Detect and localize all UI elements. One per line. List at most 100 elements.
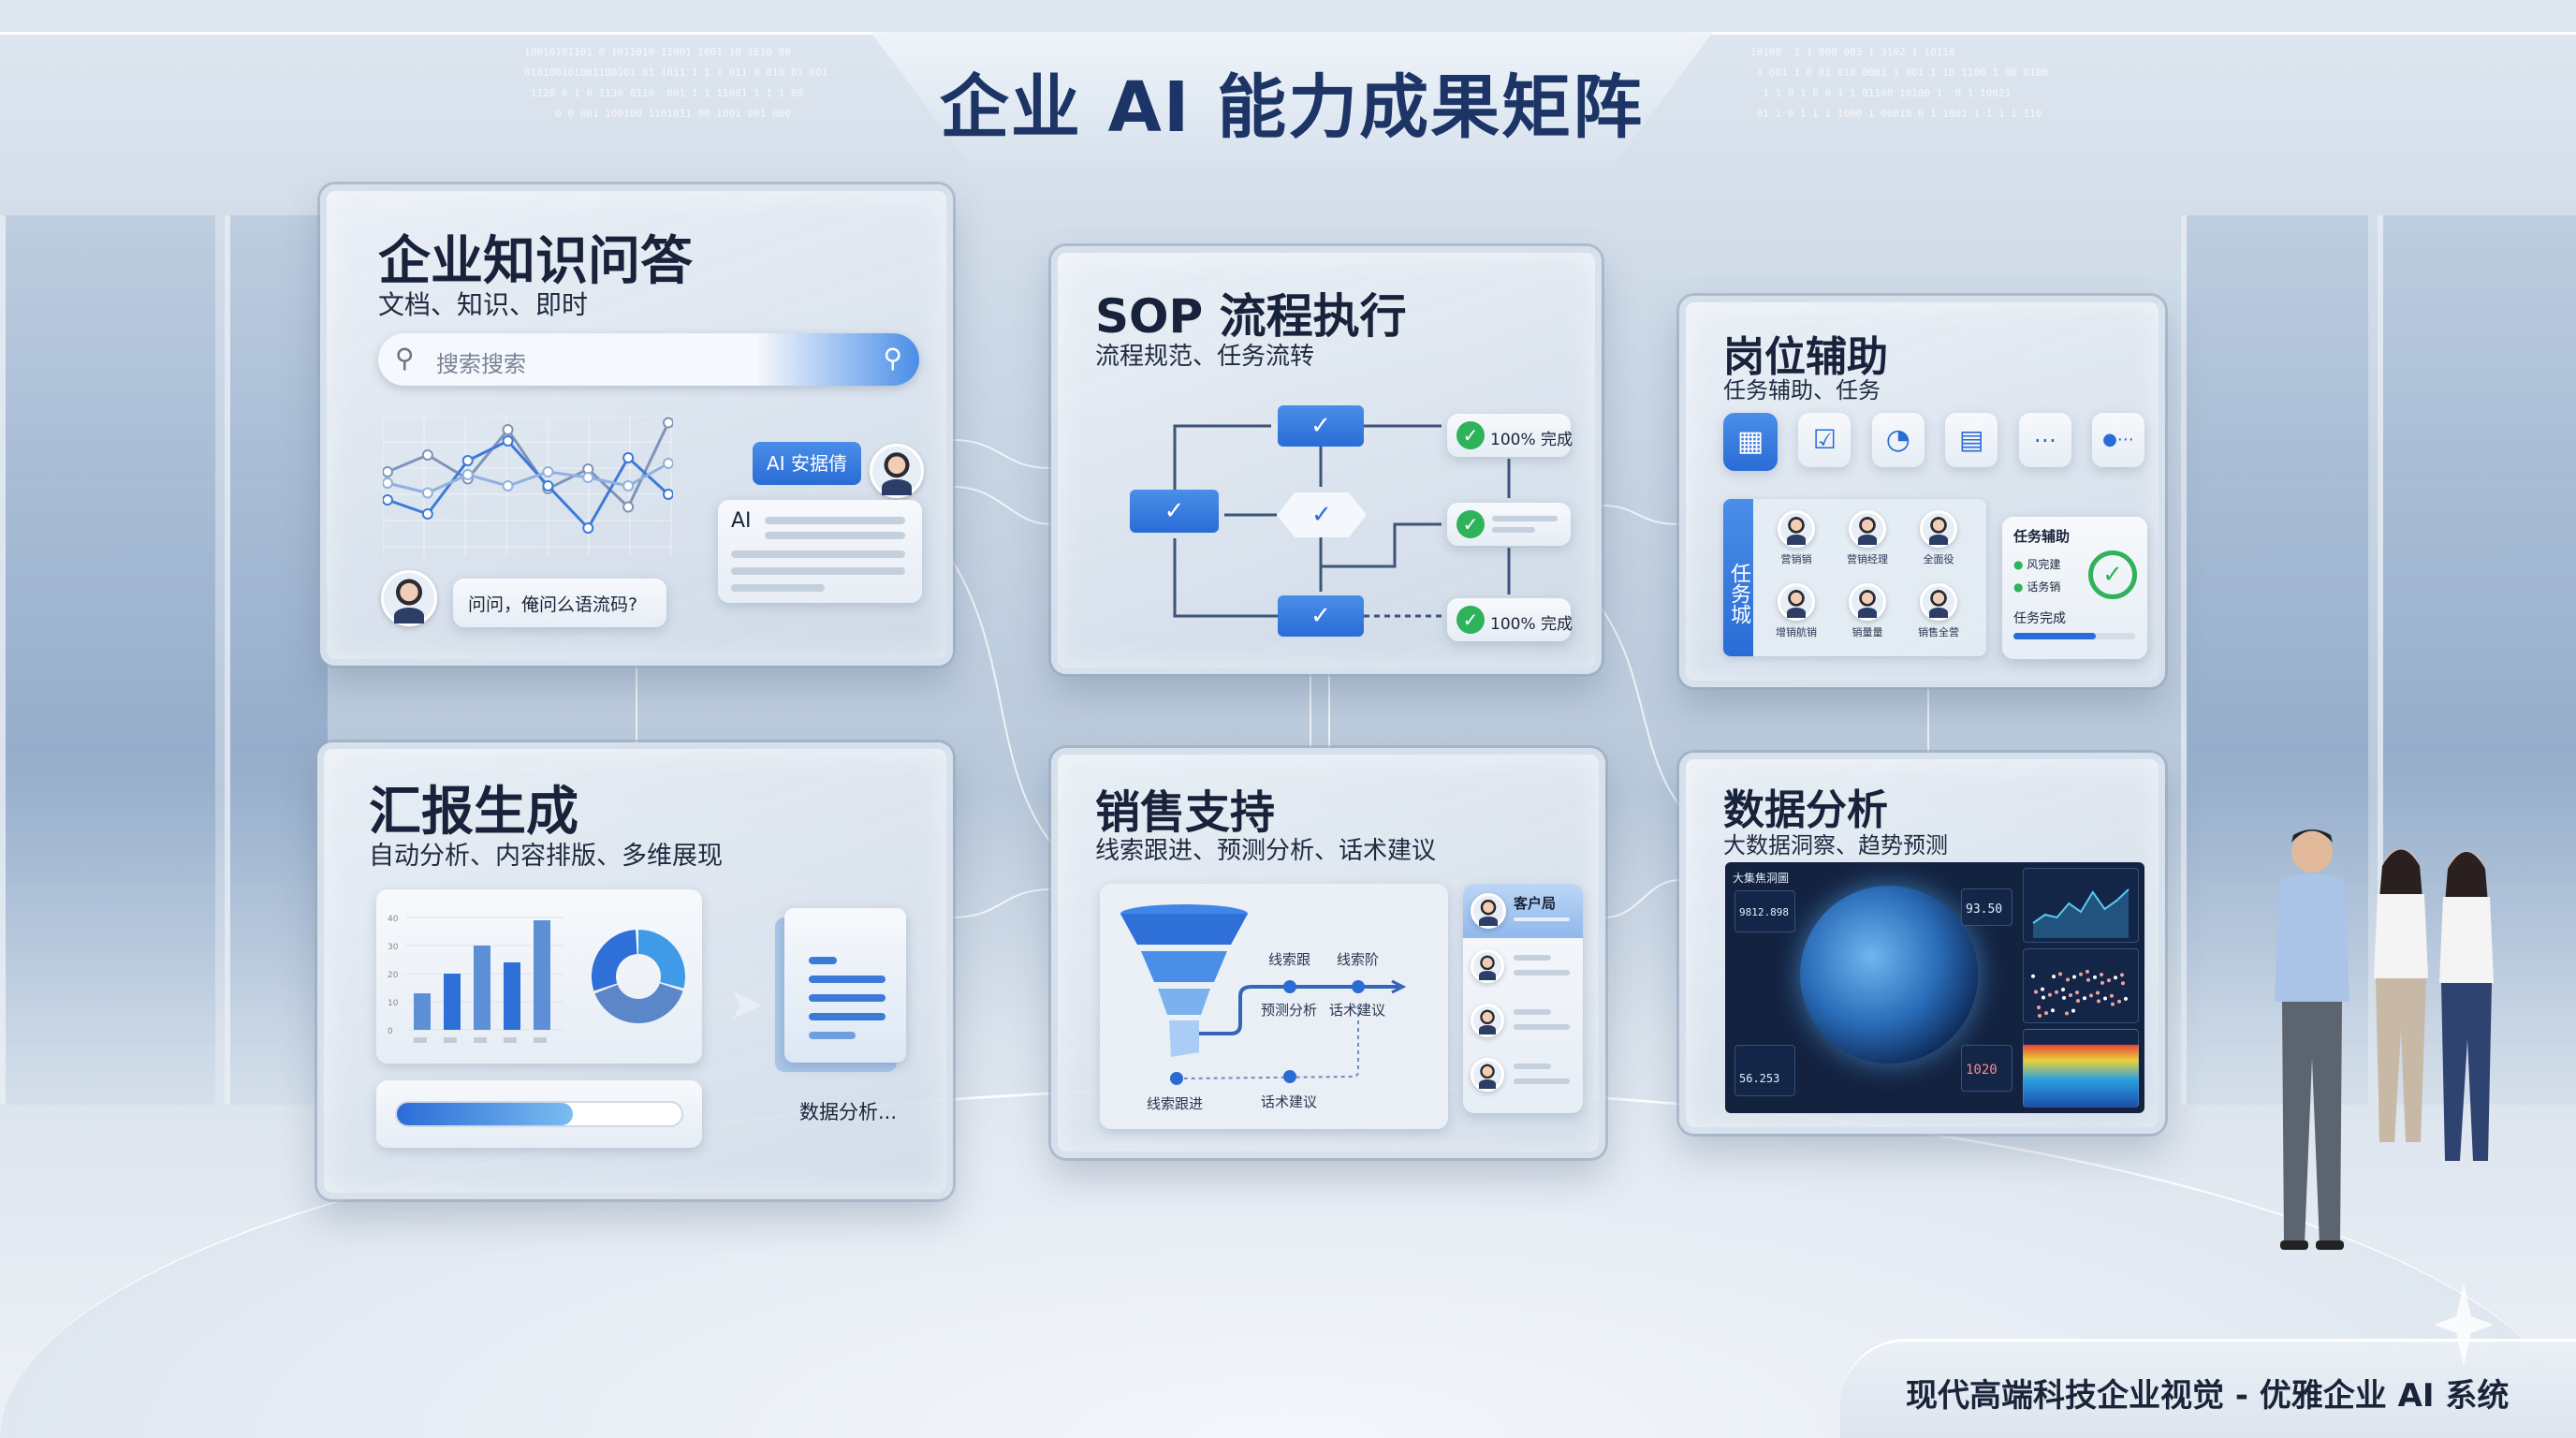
axis-tick-label: 20 (388, 971, 399, 980)
panel-data-analysis: 数据分析 大数据洞察、趋势预测 大集焦洞圖 9812.898 93.50 102… (1679, 753, 2165, 1134)
flow-status-complete: ✓ 100% 完成 (1447, 598, 1573, 641)
scatter-point (2051, 1008, 2055, 1013)
member-avatar[interactable] (1849, 510, 1886, 548)
trend-line (2032, 888, 2130, 924)
panel-title: 企业知识问答 (378, 231, 693, 292)
bar (414, 993, 431, 1030)
panel-sop: SOP 流程执行 流程规范、任务流转 ✓ ✓ ✓ ✓ ✓ 100% 完成 ✓ ✓… (1051, 246, 1602, 674)
timeline-label: 线索跟 (1268, 951, 1311, 968)
pie-chart-icon[interactable]: ◔ (1871, 413, 1925, 467)
assistant-avatar (870, 444, 924, 498)
member-avatar[interactable] (1778, 510, 1815, 548)
client-avatar[interactable] (1471, 949, 1504, 983)
window-pane (225, 215, 328, 1105)
data-point (622, 452, 635, 463)
user-question-bubble: 问问，俺问么语流码? (453, 579, 666, 627)
report-progress-bar (395, 1101, 683, 1127)
sales-funnel (1120, 904, 1407, 1085)
panel-title: 销售支持 (1095, 786, 1276, 839)
arrow-right-icon: ➤ (728, 978, 765, 1029)
donut-slice (638, 930, 685, 989)
series-line (387, 439, 670, 531)
metric-value: 9812.898 (1739, 906, 1789, 918)
document-icon[interactable]: ▤ (1945, 413, 1998, 467)
binary-decoration: 10100 1 1 000 003 1 3102 1 10110 1 001 1… (1750, 46, 2048, 120)
panel-subtitle: 文档、知识、即时 (378, 289, 589, 320)
bar-label-placeholder (534, 1037, 547, 1043)
member-name: 增销航销 (1776, 626, 1817, 638)
member-avatar[interactable] (1849, 583, 1886, 621)
member-name: 全面役 (1923, 553, 1954, 565)
member-avatar[interactable] (1920, 510, 1957, 548)
doc-label: 数据分析... (798, 1101, 898, 1123)
bar-label-placeholder (444, 1037, 457, 1043)
timeline-label: 预测分析 (1261, 1002, 1318, 1019)
document-icon (784, 908, 906, 1063)
flow-decision-check[interactable]: ✓ (1277, 492, 1367, 537)
panel-role-assist: 岗位辅助 任务辅助、任务 ▦ ☑ ◔ ▤ ⋯ ●⋯ 任务城 营销销营销经理全面役… (1679, 296, 2165, 687)
chat-icon[interactable]: ⋯ (2018, 413, 2071, 467)
timeline-label: 话术建议 (1329, 1002, 1386, 1019)
status-text: 100% 完成 (1490, 431, 1573, 449)
panel-knowledge-qa: 企业知识问答 文档、知识、即时 ⚲ 搜索搜索 ⚲ AI 安据倩 AI 问问，俺问… (320, 184, 953, 666)
data-point (542, 480, 554, 492)
data-point (383, 477, 393, 489)
ai-assistant-badge[interactable]: AI 安据倩 (753, 442, 861, 485)
panel-subtitle: 流程规范、任务流转 (1095, 343, 1315, 371)
team-panel: 任务城 营销销营销经理全面役增销航销销量量销售全营 (1723, 499, 1986, 656)
data-point (622, 501, 635, 513)
calendar-check-icon[interactable]: ☑ (1798, 413, 1852, 467)
search-submit-icon[interactable]: ⚲ (883, 343, 902, 374)
member-avatar[interactable] (1920, 583, 1957, 621)
search-input[interactable]: ⚲ 搜索搜索 ⚲ (378, 333, 919, 386)
footer-caption: 现代高端科技企业视觉 - 优雅企业 AI 系统 (1906, 1377, 2510, 1415)
scatter-chart (2031, 969, 2128, 1018)
scatter-point (2114, 976, 2117, 980)
heatmap-chart (2023, 1029, 2139, 1108)
scatter-point (2100, 980, 2104, 985)
banner-line (1694, 32, 2576, 35)
timeline-label: 线索跟进 (1147, 1095, 1204, 1112)
scatter-point (2086, 977, 2090, 982)
panel-subtitle: 线索跟进、预测分析、话术建议 (1095, 837, 1437, 865)
scatter-point (2097, 999, 2100, 1004)
member-name: 营销销 (1780, 553, 1812, 565)
scatter-point (2044, 1011, 2048, 1016)
scatter-point (2031, 974, 2035, 978)
member-name: 销量量 (1852, 626, 1883, 638)
client-avatar[interactable] (1471, 1058, 1504, 1092)
scatter-point (2042, 995, 2045, 1000)
client-avatar[interactable] (1471, 1004, 1504, 1037)
flow-step-check[interactable]: ✓ (1130, 490, 1219, 533)
panel-subtitle: 自动分析、内容排版、多维展现 (369, 842, 723, 871)
calendar-icon[interactable]: ▦ (1723, 413, 1778, 471)
metric-value: 56.253 (1739, 1072, 1780, 1085)
scatter-point (2096, 990, 2100, 995)
data-point (502, 480, 514, 492)
scatter-point (2086, 969, 2089, 974)
metric-value: 93.50 (1966, 902, 2003, 917)
task-item: ● 话务销 (2013, 580, 2061, 594)
scatter-point (2058, 972, 2062, 976)
flow-step-check[interactable]: ✓ (1278, 405, 1364, 447)
scatter-point (2107, 978, 2111, 983)
member-avatar[interactable] (1778, 583, 1815, 621)
more-icon[interactable]: ●⋯ (2091, 413, 2144, 467)
data-point (383, 494, 393, 506)
flow-arrows (1173, 424, 1511, 618)
title-banner (871, 32, 1713, 168)
check-circle-icon: ✓ (2088, 550, 2137, 599)
flow-step-check[interactable]: ✓ (1278, 595, 1364, 637)
data-point (502, 435, 514, 447)
dashboard-title: 大集焦洞圖 (1733, 872, 1790, 885)
member-name: 销售全营 (1918, 626, 1959, 638)
panel-sales: 销售支持 线索跟进、预测分析、话术建议 线索跟 线索阶 预测分析 话术建议 线索… (1051, 748, 1605, 1158)
scatter-point (2052, 975, 2056, 979)
client-list-header[interactable]: 客户局 (1463, 884, 1583, 938)
task-item: ● 风完建 (2013, 558, 2061, 571)
scatter-point (2038, 1013, 2042, 1018)
flow-status-complete: ✓ 100% 完成 (1447, 414, 1573, 457)
